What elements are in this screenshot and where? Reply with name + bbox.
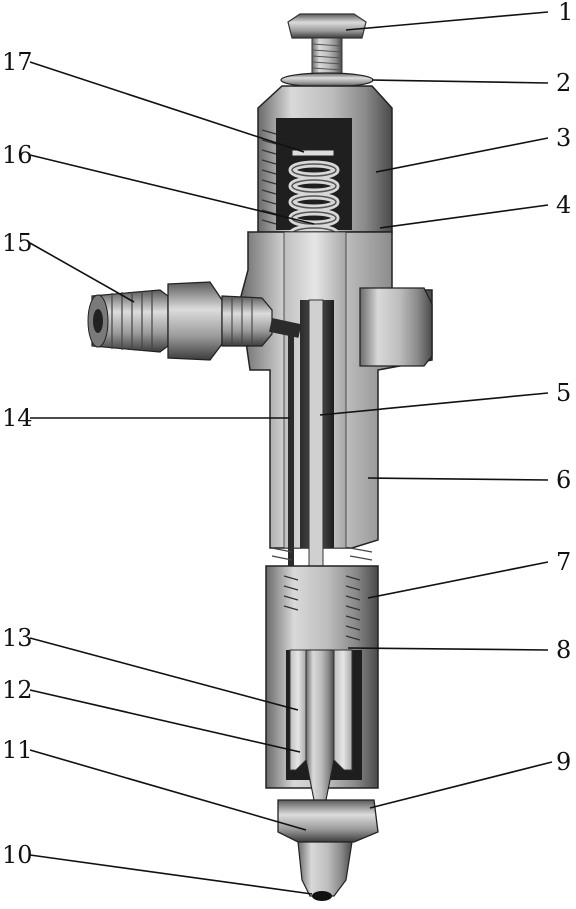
label-17: 17 (2, 48, 33, 76)
leader-1 (345, 11, 549, 31)
fuel-inlet-fitting (87, 281, 302, 361)
label-7: 7 (556, 548, 571, 576)
label-5: 5 (556, 379, 571, 407)
leader-12 (29, 689, 301, 753)
leader-16 (29, 154, 315, 225)
label-3: 3 (556, 124, 571, 152)
label-15: 15 (2, 229, 33, 257)
leader-9 (369, 761, 553, 809)
label-12: 12 (2, 676, 33, 704)
leader-15 (29, 242, 135, 303)
leader-3 (375, 137, 549, 173)
label-2: 2 (556, 69, 571, 97)
leader-5 (319, 392, 549, 416)
leader-2 (371, 79, 549, 84)
leader-7 (367, 561, 549, 599)
leader-10 (29, 854, 313, 895)
label-9: 9 (556, 748, 571, 776)
leader-17 (29, 61, 305, 153)
label-14: 14 (2, 404, 33, 432)
label-1: 1 (558, 0, 573, 26)
leader-4 (379, 204, 549, 229)
nozzle-tip (297, 841, 353, 897)
label-4: 4 (556, 191, 571, 219)
part-labels: 1 2 3 4 5 6 7 8 9 10 11 12 13 14 15 16 1… (2, 0, 573, 869)
label-10: 10 (2, 841, 33, 869)
label-16: 16 (2, 141, 33, 169)
label-8: 8 (556, 636, 571, 664)
adjusting-screw (287, 13, 367, 75)
leader-11 (29, 749, 307, 831)
locknut-washer (280, 72, 374, 88)
label-13: 13 (2, 624, 33, 652)
label-6: 6 (556, 466, 571, 494)
injector-body (87, 13, 433, 901)
leader-lines (29, 11, 553, 895)
label-11: 11 (2, 736, 33, 764)
leader-8 (347, 647, 549, 651)
leader-13 (29, 637, 299, 711)
fuel-channel (288, 330, 294, 660)
leader-6 (367, 477, 549, 481)
